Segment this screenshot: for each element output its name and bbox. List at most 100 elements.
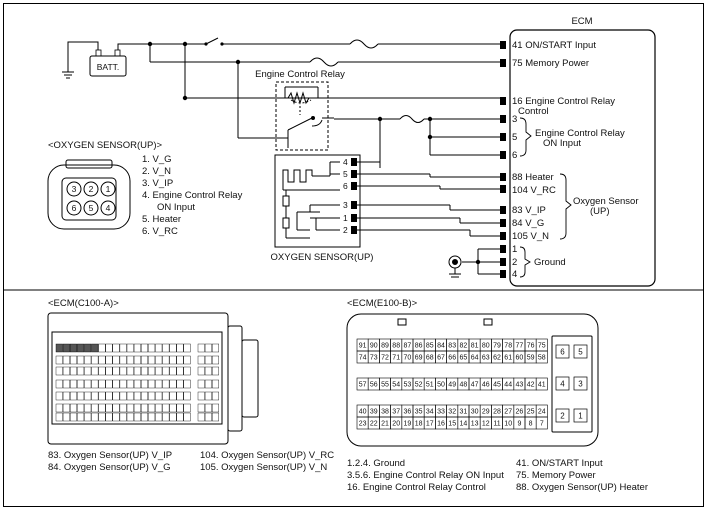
c100-pin-cell: [183, 366, 191, 376]
conn-up-legend-6: 6. V_RC: [142, 226, 178, 237]
c100-pin-cell: [69, 403, 77, 413]
c100-pin-cell: [197, 391, 205, 401]
relay-internals: [238, 86, 334, 148]
relay-box: [275, 81, 329, 151]
e100-legend-r1: 41. ON/START Input: [516, 458, 603, 469]
e100-pin-label: 57: [359, 382, 367, 389]
c100-pin-cell: [112, 343, 120, 353]
e100-pin-label: 81: [471, 343, 479, 350]
c100-legend-1a: 83. Oxygen Sensor(UP) V_IP: [48, 450, 172, 461]
e100-side-label: 2: [560, 412, 565, 421]
ecm-pin-markers: [500, 41, 506, 278]
e100-legend-r2: 75. Memory Power: [516, 470, 596, 481]
e100-pin-label: 46: [482, 382, 490, 389]
c100-pin-cell: [98, 366, 106, 376]
e100-pin-label: 68: [426, 355, 434, 362]
c100-pin-cell: [140, 412, 148, 422]
c100-pin-cell: [204, 379, 212, 389]
conn-up-cell-3: 3: [72, 184, 77, 194]
c100-pin-cell: [105, 403, 113, 413]
e100-pin-label: 40: [359, 409, 367, 416]
c100-pin-cell: [62, 366, 70, 376]
conn-up-legend-2: 2. V_N: [142, 166, 171, 177]
c100-pin-cell: [176, 343, 184, 353]
c100-pin-cell: [98, 412, 106, 422]
c100-pin-cell: [148, 355, 156, 365]
e100-pin-label: 17: [426, 421, 434, 428]
e100-pin-label: 36: [404, 409, 412, 416]
c100-pin-cell: [112, 391, 120, 401]
e100-side-cell: [573, 344, 588, 359]
c100-pin-cell: [62, 343, 70, 353]
conn-up-cell-1: 1: [106, 184, 111, 194]
e100-pin-label: 66: [448, 355, 456, 362]
conn-up-cell-2: 2: [89, 184, 94, 194]
e100-pin-label: 11: [493, 421, 500, 428]
e100-pin-label: 9: [517, 421, 521, 428]
c100-pin-cell: [55, 343, 63, 353]
e100-pin-label: 14: [460, 421, 468, 428]
ecm-sensor-label-2: (UP): [590, 206, 610, 217]
c100-pin-cell: [84, 355, 92, 365]
e100-pin-label: 76: [527, 343, 535, 350]
e100-side-cell: [555, 344, 570, 359]
conn-up-legend-1: 1. V_G: [142, 154, 172, 165]
e100-side-cell: [555, 376, 570, 391]
sensor-block: [274, 154, 361, 248]
c100-pin-cell: [91, 343, 99, 353]
sensor-pin-3: 3: [343, 200, 348, 210]
c100-pin-cell: [169, 355, 177, 365]
e100-pin-label: 42: [527, 382, 535, 389]
c100-pin-cell: [176, 412, 184, 422]
e100-side-cell: [573, 408, 588, 423]
c100-pin-cell: [119, 379, 127, 389]
c100-pin-cell: [77, 391, 85, 401]
conn-up-legend-3: 3. V_IP: [142, 178, 173, 189]
c100-pin-cell: [155, 343, 163, 353]
ecm-pin-3: 3: [512, 114, 517, 125]
e100-pin-label: 73: [370, 355, 378, 362]
e100-side-label: 3: [578, 380, 583, 389]
c100-pin-cell: [119, 403, 127, 413]
e100-pin-label: 49: [448, 382, 456, 389]
c100-pin-cell: [55, 366, 63, 376]
c100-pin-cell: [204, 391, 212, 401]
c100-pin-cell: [69, 391, 77, 401]
c100-pin-cell: [98, 391, 106, 401]
c100-pin-cell: [140, 366, 148, 376]
e100-pin-label: 21: [381, 421, 389, 428]
c100-pin-cell: [105, 412, 113, 422]
c100-pin-cell: [105, 379, 113, 389]
e100-pin-label: 71: [392, 355, 400, 362]
e100-pin-label: 28: [493, 409, 501, 416]
c100-pin-cell: [169, 379, 177, 389]
ecm-pin-88: 88 Heater: [512, 172, 554, 183]
c100-pin-cell: [183, 403, 191, 413]
e100-pin-label: 83: [448, 343, 456, 350]
e100-pin-cell: [535, 416, 548, 430]
c100-pin-cell: [119, 391, 127, 401]
c100-pin-cell: [98, 355, 106, 365]
ecm-ground-pin-4: 4: [512, 269, 517, 280]
c100-pin-cell: [140, 391, 148, 401]
e100-legend-l3: 16. Engine Control Relay Control: [347, 482, 486, 493]
junction-dots: [147, 41, 433, 140]
e100-pin-label: 32: [448, 409, 456, 416]
c100-pin-grid: [55, 343, 219, 422]
c100-pin-cell: [69, 343, 77, 353]
e100-pin-cell: [535, 350, 548, 364]
e100-pin-label: 26: [516, 409, 524, 416]
c100-pin-cell: [98, 403, 106, 413]
c100-pin-cell: [211, 412, 219, 422]
e100-pin-label: 59: [527, 355, 535, 362]
c100-pin-cell: [133, 412, 141, 422]
c100-pin-cell: [176, 355, 184, 365]
c100-pin-cell: [148, 379, 156, 389]
e100-pin-label: 79: [493, 343, 501, 350]
ecm-pin-104: 104 V_RC: [512, 185, 556, 196]
c100-pin-cell: [126, 391, 134, 401]
ecm-relay-on-label: Engine Control Relay: [535, 128, 625, 139]
c100-legend-2a: 84. Oxygen Sensor(UP) V_G: [48, 462, 171, 473]
c100-pin-cell: [204, 343, 212, 353]
c100-pin-cell: [126, 355, 134, 365]
